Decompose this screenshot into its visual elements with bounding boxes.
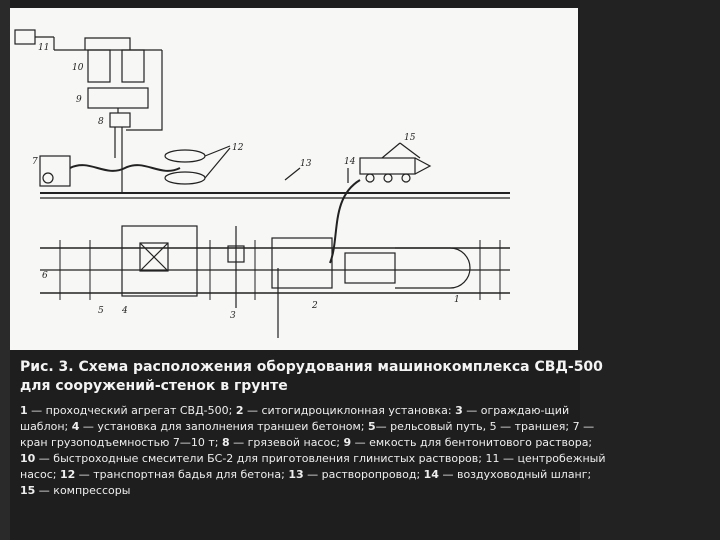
equipment-schematic: 11 10 9 8 7 12 13 14 15 6 5 4 3 2 1 (14, 29, 510, 338)
concreting-unit-4 (121, 225, 198, 297)
legend-num: 9 (343, 436, 352, 449)
legend-num: 15 (20, 484, 36, 497)
legend-num: 10 (20, 452, 36, 465)
legend-text: — емкость для бентонитового раствора; (351, 436, 593, 449)
callout-2: 2 (311, 301, 318, 311)
legend-text: — ограждаю-щий шаблон; (20, 404, 570, 433)
legend-num: 1 (20, 404, 28, 417)
trench-machine-1 (344, 252, 396, 284)
legend-num: 3 (455, 404, 463, 417)
legend-num: 5 (368, 420, 376, 433)
figure-legend: 1 — проходческий агрегат СВД-500; 2 — си… (20, 403, 610, 499)
legend-text: — ситогидроциклонная установка: (243, 404, 456, 417)
mixer-10b (121, 49, 145, 83)
legend-num: 8 (222, 436, 230, 449)
legend-text: — быстроходные смесители БС-2 для пригот… (20, 452, 606, 481)
callout-7: 7 (32, 157, 38, 167)
callout-9: 9 (76, 95, 82, 105)
legend-num: 12 (59, 468, 76, 481)
equipment-layout-figure: 11 10 9 8 7 12 13 14 15 6 5 4 3 2 1 (10, 8, 578, 350)
legend-text: — компрессоры (35, 484, 131, 497)
mud-pump-8 (109, 112, 131, 128)
slide-right-band (580, 0, 720, 540)
slide-left-band (0, 0, 10, 540)
hydrocyclone-unit-2 (271, 237, 333, 289)
callout-10: 10 (72, 63, 84, 73)
callout-8: 8 (98, 117, 104, 127)
legend-text: — установка для заполнения траншеи бетон… (79, 420, 369, 433)
legend-text: — воздуховодный шланг; (438, 468, 592, 481)
legend-num: 2 (235, 404, 244, 417)
callout-5: 5 (98, 306, 104, 316)
legend-num: 13 (288, 468, 304, 481)
callout-1: 1 (454, 295, 460, 305)
callout-13: 13 (300, 159, 312, 169)
compressor-15 (359, 157, 416, 175)
bentonite-tank-9 (87, 87, 149, 109)
callout-12: 12 (232, 143, 244, 153)
legend-num: 4 (71, 420, 80, 433)
callout-15: 15 (404, 133, 416, 143)
callout-4: 4 (121, 306, 128, 316)
concrete-bucket-12b (164, 171, 206, 185)
legend-text: — транспортная бадья для бетона; (75, 468, 289, 481)
legend-text: — растворопровод; (303, 468, 424, 481)
mixer-10a (87, 49, 111, 83)
legend-text: — рельсовый путь, 5 — траншея; 7 —кран г… (20, 420, 595, 449)
centrifugal-pump-11 (14, 29, 36, 45)
crane-7 (39, 155, 71, 187)
callout-3: 3 (230, 311, 236, 321)
legend-text: — грязевой насос; (229, 436, 344, 449)
callout-14: 14 (344, 157, 356, 167)
legend-num: 14 (423, 468, 439, 481)
callout-11: 11 (38, 43, 49, 53)
figure-caption-title: Рис. 3. Схема расположения оборудования … (20, 359, 603, 394)
callout-6: 6 (42, 271, 48, 281)
concrete-bucket-12a (164, 149, 206, 163)
legend-text: — проходческий агрегат СВД-500; (27, 404, 236, 417)
